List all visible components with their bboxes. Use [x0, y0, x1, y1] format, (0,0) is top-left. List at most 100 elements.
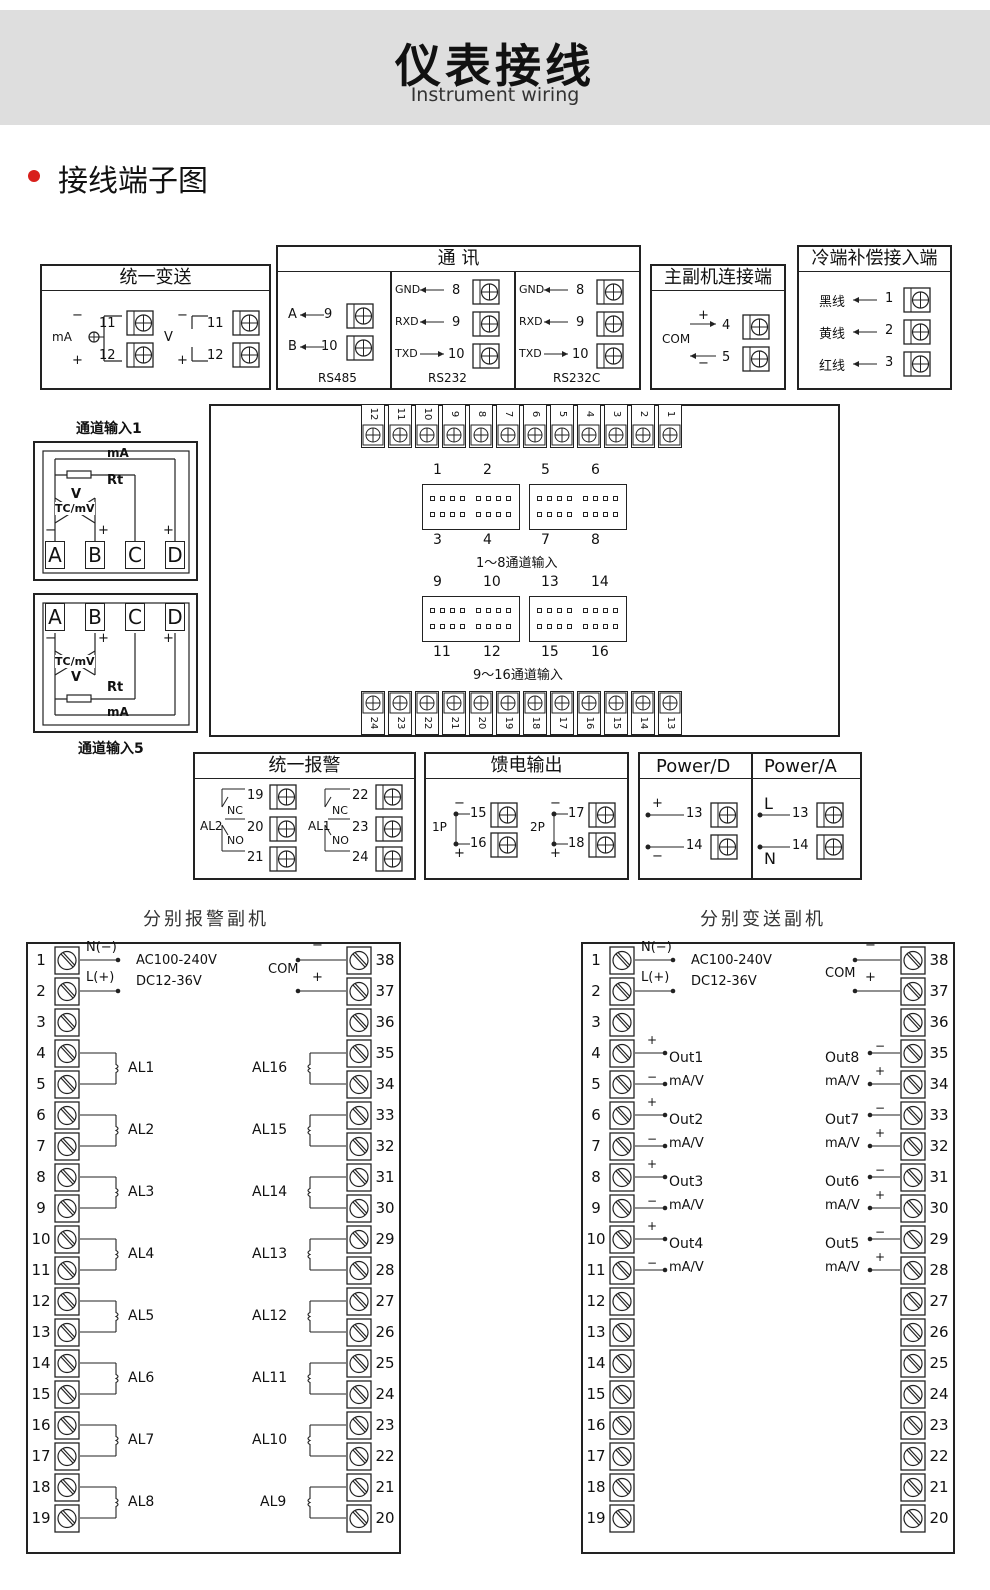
terminal-icon — [375, 784, 403, 810]
channel-in-1-box: mA Rt V TC/mV − + + A B C D — [33, 441, 198, 581]
ts-com: COM — [825, 966, 856, 981]
ci1-term-d: D — [165, 541, 185, 569]
strip-terminal-number: 16 — [584, 716, 595, 730]
mav-label-left: mA/V — [669, 1136, 704, 1151]
strip-terminal-number: 17 — [557, 716, 568, 730]
alarm-label-right: AL10 — [252, 1431, 288, 1448]
relay-contact-icon — [114, 1184, 119, 1201]
slave-terminal-number: 36 — [929, 1013, 949, 1031]
rs485-label: RS485 — [318, 371, 357, 385]
slave-terminal-number: 1 — [36, 951, 46, 969]
connector-pin — [537, 496, 542, 501]
alarm-label-left: AL2 — [128, 1121, 155, 1138]
slave-terminal-number: 23 — [375, 1416, 395, 1434]
ms-arrows — [690, 321, 716, 359]
slave-terminal-number: 38 — [375, 951, 395, 969]
slave-terminal-number: 29 — [929, 1230, 949, 1248]
ci1-tc: TC/mV — [55, 502, 95, 515]
unified-transmit-title: 统一变送 — [42, 266, 269, 291]
ci1-v: V — [71, 487, 82, 502]
slave-terminal-number: 17 — [31, 1447, 51, 1465]
ci5-term-d: D — [165, 603, 185, 631]
master-slave-title: 主副机连接端 — [652, 266, 784, 291]
strip-terminal-icon — [632, 424, 654, 446]
strip-terminal-number: 11 — [395, 407, 406, 421]
ts-minus: − — [865, 938, 876, 953]
ut-t11-b: 11 — [207, 316, 224, 331]
connector-pin — [567, 496, 572, 501]
strip-terminal-top: 9 — [442, 404, 466, 448]
connector-pin — [460, 512, 465, 517]
minus-sign: − — [647, 1132, 658, 1146]
strip-terminal-number: 21 — [449, 716, 460, 730]
connector-number: 12 — [483, 644, 501, 660]
connector-pin — [567, 608, 572, 613]
terminal-icon — [596, 343, 624, 369]
slave-terminal-number: 10 — [586, 1230, 606, 1248]
slave-terminal-number: 37 — [929, 982, 949, 1000]
slave-terminal-number: 32 — [929, 1137, 949, 1155]
wire-node — [670, 988, 676, 994]
connector-pin — [430, 608, 435, 613]
strip-terminal-number: 8 — [476, 410, 487, 418]
connector-number: 10 — [483, 574, 501, 590]
ts-n: N(−) — [641, 940, 672, 955]
out-label-left: Out3 — [669, 1174, 704, 1190]
cj-black: 黑线 — [819, 295, 846, 310]
connector-pin — [476, 624, 481, 629]
transmit-slave-caption: 分别变送副机 — [700, 909, 826, 930]
ci5-ma: mA — [107, 705, 129, 719]
connector-pin — [537, 608, 542, 613]
terminal-icon — [472, 279, 500, 305]
terminal-icon — [903, 319, 931, 345]
relay-contact-icon — [307, 1308, 312, 1325]
strip-terminal-bottom: 19 — [496, 691, 520, 735]
strip-terminal-icon — [389, 692, 411, 714]
connector-2 — [529, 484, 627, 530]
minus-sign: − — [875, 1163, 886, 1177]
channel-in-5-box: A B C D − + + TC/mV V Rt mA — [33, 593, 198, 733]
strip-terminal-bottom: 21 — [442, 691, 466, 735]
power-d-title: Power/D — [656, 756, 731, 777]
connector-pin — [450, 512, 455, 517]
as-com: COM — [268, 962, 299, 977]
terminal-icon — [269, 846, 297, 872]
strip-terminal-bottom: 15 — [604, 691, 628, 735]
minus-sign: − — [875, 1039, 886, 1053]
strip-terminal-icon — [389, 424, 411, 446]
terminal-icon — [346, 303, 374, 329]
ms-minus: − — [698, 356, 709, 371]
terminal-icon — [596, 279, 624, 305]
out-label-left: Out4 — [669, 1236, 704, 1252]
connector-pin — [440, 624, 445, 629]
slave-terminal-number: 7 — [36, 1137, 46, 1155]
connector-pin — [496, 512, 501, 517]
strip-terminal-top: 7 — [496, 404, 520, 448]
connector-pin — [440, 496, 445, 501]
feed-t17: 17 — [568, 806, 585, 821]
as-minus: − — [312, 938, 323, 953]
plus-sign: + — [875, 1126, 886, 1140]
rs232-gnd: GND — [395, 283, 421, 296]
strip-terminal-top: 6 — [523, 404, 547, 448]
rs232-t8: 8 — [452, 283, 461, 298]
feed-t18: 18 — [568, 836, 585, 851]
ut-t12-b: 12 — [207, 348, 224, 363]
strip-terminal-icon — [659, 692, 681, 714]
connector-pin — [450, 496, 455, 501]
ci5-plus-2: + — [163, 631, 174, 646]
strip-terminal-icon — [551, 424, 573, 446]
strip-terminal-icon — [632, 692, 654, 714]
strip-terminal-number: 22 — [422, 716, 433, 730]
terminal-icon — [126, 342, 154, 368]
relay-contact-icon — [114, 1246, 119, 1263]
slave-terminal-number: 11 — [586, 1261, 606, 1279]
slave-terminal-number: 38 — [929, 951, 949, 969]
connector-pin — [567, 624, 572, 629]
rs232-label: RS232 — [428, 371, 467, 385]
ts-l: L(+) — [641, 970, 670, 985]
feed-2p: 2P — [530, 820, 545, 834]
connector-pin — [613, 608, 618, 613]
